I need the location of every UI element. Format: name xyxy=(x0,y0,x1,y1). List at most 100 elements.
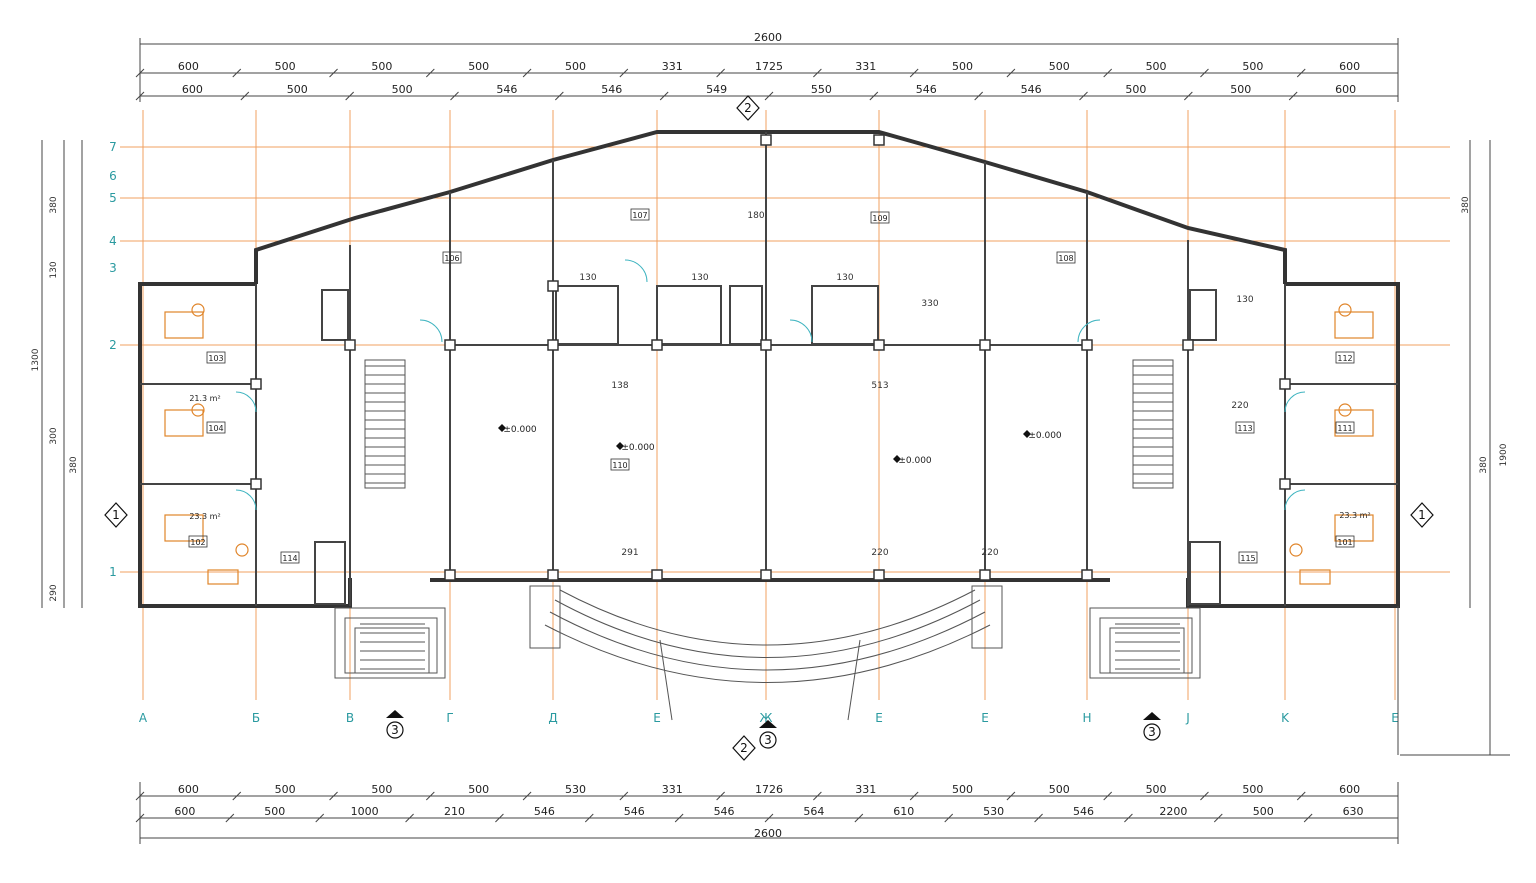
level-marker-icon xyxy=(498,424,506,432)
dimension-tick xyxy=(135,91,145,101)
dimension-label: 2200 xyxy=(1159,805,1187,818)
dimension-label: 300 xyxy=(49,427,59,444)
section-marker-icon xyxy=(1410,502,1434,528)
dimension-tick xyxy=(554,91,564,101)
grid-axes xyxy=(120,110,1450,700)
dimension-label: 130 xyxy=(49,261,59,278)
dimension-label: 1725 xyxy=(755,60,783,73)
dimension-tick xyxy=(1079,91,1088,101)
dimension-label: 530 xyxy=(565,783,586,796)
dimension-tick xyxy=(659,91,669,101)
room-tag: 104 xyxy=(208,424,223,433)
dimension-label: 546 xyxy=(624,805,645,818)
room-tag: 114 xyxy=(282,554,297,563)
section-marker-icon xyxy=(732,735,756,761)
axis-letter: Е xyxy=(653,711,661,725)
dimension-tick xyxy=(405,813,414,823)
column xyxy=(547,280,559,292)
axis-number: 4 xyxy=(109,234,117,248)
section-arrow-icon xyxy=(386,710,404,718)
section-marker: 1 xyxy=(1418,508,1426,522)
dimension-label: 500 xyxy=(565,60,586,73)
dimension-label: 331 xyxy=(662,783,683,796)
interior-dimension: 130 xyxy=(836,273,853,283)
section-arrow-icon xyxy=(1143,712,1161,720)
dimension-tick xyxy=(329,68,338,78)
column xyxy=(873,339,885,351)
dimension-label: 500 xyxy=(275,783,296,796)
dimension-label: 1900 xyxy=(1499,443,1509,466)
level-marker-icon xyxy=(893,455,901,463)
axis-letter: Б xyxy=(252,711,260,725)
section-marker-icon xyxy=(759,731,777,749)
column xyxy=(1182,339,1194,351)
dimension-label: 500 xyxy=(264,805,285,818)
area-label: 21.3 m² xyxy=(189,394,220,403)
dimension-tick xyxy=(1103,68,1113,78)
level-mark: ±0.000 xyxy=(621,443,655,453)
axis-letter: Г xyxy=(446,711,453,725)
dimension-tick xyxy=(345,91,355,101)
dimension-label: 610 xyxy=(893,805,914,818)
column xyxy=(760,569,772,581)
room-tag: 107 xyxy=(632,211,647,220)
dimension-label: 600 xyxy=(182,83,203,96)
column xyxy=(344,339,356,351)
dimension-label: 549 xyxy=(706,83,727,96)
dimension-label: 1000 xyxy=(351,805,379,818)
dimension-label: 500 xyxy=(287,83,308,96)
dimension-label: 500 xyxy=(1049,60,1070,73)
room-tag: 113 xyxy=(1237,424,1252,433)
dimension-tick xyxy=(1200,68,1209,78)
overall-dim-top: 2600 xyxy=(754,31,782,44)
interior-dimension: 291 xyxy=(621,548,638,558)
dimension-label: 530 xyxy=(983,805,1004,818)
side-entrance-stairs xyxy=(334,606,1399,755)
dimension-label: 500 xyxy=(1146,783,1167,796)
dimension-label: 546 xyxy=(534,805,555,818)
dimension-label: 600 xyxy=(178,60,199,73)
dimension-label: 1726 xyxy=(755,783,783,796)
interior-dimension: 130 xyxy=(691,273,708,283)
room-tag-box xyxy=(206,421,226,434)
dimension-label: 550 xyxy=(811,83,832,96)
section-marker: 3 xyxy=(1148,725,1156,739)
dimension-tick xyxy=(1103,791,1113,801)
column xyxy=(547,569,559,581)
column xyxy=(444,569,456,581)
room-tag: 102 xyxy=(190,538,205,547)
room-tag-box xyxy=(206,351,226,364)
dimension-tick xyxy=(909,68,919,78)
axis-letter: Е xyxy=(981,711,989,725)
dimension-label: 500 xyxy=(952,783,973,796)
room-tag: 111 xyxy=(1337,424,1352,433)
room-tag-box xyxy=(442,251,462,264)
section-marker-icon xyxy=(1143,723,1161,741)
dimension-tick xyxy=(495,813,504,823)
axis-letter: В xyxy=(346,711,354,725)
axis-number: 6 xyxy=(109,169,117,183)
axis-letter: J xyxy=(1185,711,1190,725)
dimension-tick xyxy=(974,91,984,101)
dimension-tick xyxy=(1288,91,1298,101)
room-tag-box xyxy=(1335,351,1355,364)
column xyxy=(873,134,885,146)
level-marker-icon xyxy=(1023,430,1031,438)
axis-letter: K xyxy=(1281,711,1290,725)
dimension-label: 600 xyxy=(178,783,199,796)
dimension-label: 546 xyxy=(1073,805,1094,818)
column xyxy=(444,339,456,351)
level-mark: ±0.000 xyxy=(1028,431,1062,441)
area-label: 23.3 m² xyxy=(1339,511,1370,520)
column xyxy=(1081,339,1093,351)
axis-letter: Е xyxy=(875,711,883,725)
level-marker-icon xyxy=(616,442,624,450)
dimension-tick xyxy=(450,91,459,101)
